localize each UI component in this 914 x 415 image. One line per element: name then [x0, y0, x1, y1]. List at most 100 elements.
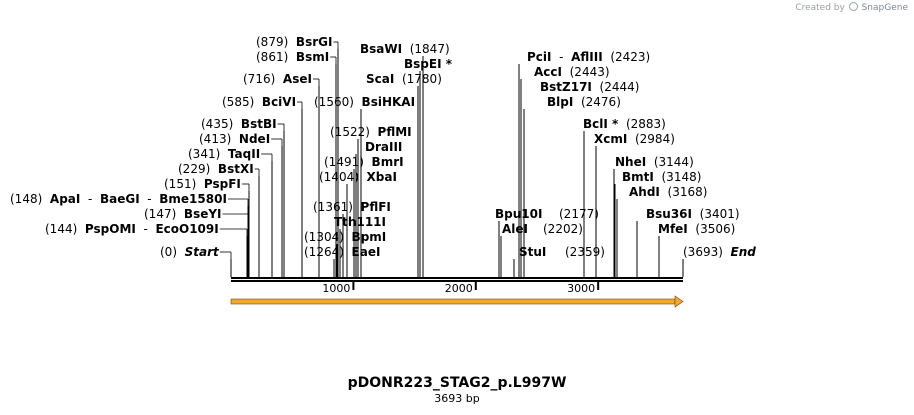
enzyme-name: AhdI: [629, 185, 660, 199]
site-label-end[interactable]: (3693) End: [683, 245, 756, 259]
site-position: (1560): [314, 95, 354, 109]
ruler-tick-label: 1000: [322, 282, 350, 295]
site-label-bsihkai[interactable]: (1560) BsiHKAI: [314, 95, 415, 109]
site-label-nhei[interactable]: NheI (3144): [615, 155, 694, 169]
site-position: (148): [10, 192, 43, 206]
site-label-draiii[interactable]: DraIII: [365, 140, 402, 154]
site-position: (1361): [313, 200, 353, 214]
enzyme-name: BmrI: [371, 155, 404, 169]
site-label-bseyi[interactable]: (147) BseYI: [144, 207, 222, 221]
enzyme-name: AflIII: [571, 50, 603, 64]
site-label-bstbi[interactable]: (435) BstBI: [201, 117, 277, 131]
site-label-bpu10i[interactable]: Bpu10I: [495, 207, 542, 221]
site-label-bpu10i-pos: (2177): [559, 207, 599, 221]
enzyme-name: StuI: [519, 245, 547, 259]
site-label-bstz17i[interactable]: BstZ17I (2444): [540, 80, 639, 94]
site-label-start[interactable]: (0) Start: [160, 245, 219, 259]
site-label-pcii[interactable]: PciI - AflIII (2423): [527, 50, 651, 64]
site-label-ndei[interactable]: (413) NdeI: [199, 132, 270, 146]
enzyme-name: BaeGI: [99, 192, 140, 206]
site-label-bsawi[interactable]: BsaWI (1847): [360, 42, 450, 56]
site-label-bcivi[interactable]: (585) BciVI: [222, 95, 296, 109]
plasmid-name: pDONR223_STAG2_p.L997W: [347, 375, 567, 391]
site-label-scai[interactable]: ScaI (1780): [366, 72, 442, 86]
site-position: (1522): [330, 125, 370, 139]
enzyme-name: PspFI: [203, 177, 241, 191]
site-label-stui[interactable]: StuI: [519, 245, 546, 259]
enzyme-name: AleI: [502, 222, 529, 236]
enzyme-name: XbaI: [366, 170, 397, 184]
site-label-pflfi[interactable]: (1361) PflFI: [313, 200, 391, 214]
site-label-xcmi[interactable]: XcmI (2984): [594, 132, 675, 146]
enzyme-name: Bme1580I: [159, 192, 227, 206]
site-label-bsmi[interactable]: (861) BsmI: [256, 50, 329, 64]
enzyme-name: BstBI: [240, 117, 277, 131]
enzyme-name: BsrGI: [295, 35, 333, 49]
site-position: (1264): [304, 245, 344, 259]
site-label-bspei[interactable]: BspEI *: [404, 57, 452, 71]
plasmid-length: 3693 bp: [434, 392, 480, 405]
site-label-bsrgi[interactable]: (879) BsrGI: [256, 35, 332, 49]
site-position: (861): [256, 50, 289, 64]
enzyme-name: BmtI: [622, 170, 654, 184]
site-label-blpi[interactable]: BlpI (2476): [547, 95, 621, 109]
site-label-tth111i[interactable]: Tth111I: [334, 215, 386, 229]
enzyme-name: TaqII: [227, 147, 261, 161]
enzyme-name: PflMI: [377, 125, 412, 139]
site-position: (2984): [634, 132, 675, 146]
enzyme-name: BspEI *: [404, 57, 452, 71]
enzyme-name: EcoO109I: [155, 222, 219, 236]
site-label-bmri[interactable]: (1491) BmrI: [324, 155, 404, 169]
site-position: (144): [45, 222, 78, 236]
enzyme-name: BstZ17I: [540, 80, 592, 94]
enzyme-name: NheI: [615, 155, 647, 169]
site-position: (2443): [569, 65, 610, 79]
site-label-bsu36i[interactable]: Bsu36I (3401): [646, 207, 740, 221]
enzyme-name: BclI *: [583, 117, 619, 131]
site-label-xbai[interactable]: (1404) XbaI: [319, 170, 397, 184]
site-label-acci[interactable]: AccI (2443): [534, 65, 610, 79]
site-position: (716): [243, 72, 276, 86]
site-leader-lines: [219, 41, 684, 277]
enzyme-name: ApaI: [49, 192, 81, 206]
site-position: (2423): [610, 50, 651, 64]
site-position: (2476): [580, 95, 621, 109]
site-label-bmti[interactable]: BmtI (3148): [622, 170, 701, 184]
ruler-tick-label: 3000: [567, 282, 595, 295]
site-label-pspfi[interactable]: (151) PspFI: [164, 177, 241, 191]
enzyme-name: End: [730, 245, 756, 259]
site-label-alei-pos: (2202): [543, 222, 583, 236]
enzyme-name: Bpu10I: [495, 207, 543, 221]
enzyme-name: BsaWI: [360, 42, 403, 56]
enzyme-name: BsiHKAI: [361, 95, 416, 109]
site-position: (585): [222, 95, 255, 109]
enzyme-name: Bsu36I: [646, 207, 692, 221]
site-label-ahdi[interactable]: AhdI (3168): [629, 185, 707, 199]
site-position: (3148): [661, 170, 702, 184]
site-position: (1780): [401, 72, 442, 86]
site-label-eaei[interactable]: (1264) EaeI: [304, 245, 380, 259]
site-label-pspomi[interactable]: (144) PspOMI - EcoO109I: [45, 222, 219, 236]
site-label-alei[interactable]: AleI: [502, 222, 528, 236]
enzyme-name: ScaI: [366, 72, 395, 86]
enzyme-name: BpmI: [351, 230, 387, 244]
enzyme-name: EaeI: [351, 245, 381, 259]
site-label-pflmi[interactable]: (1522) PflMI: [330, 125, 412, 139]
enzyme-name: AseI: [282, 72, 312, 86]
enzyme-name: NdeI: [238, 132, 271, 146]
site-label-bstxi[interactable]: (229) BstXI: [178, 162, 254, 176]
site-position: (879): [256, 35, 289, 49]
site-label-asei[interactable]: (716) AseI: [243, 72, 312, 86]
site-position: (1304): [304, 230, 344, 244]
enzyme-name: Tth111I: [334, 215, 386, 229]
site-label-taqii[interactable]: (341) TaqII: [188, 147, 260, 161]
site-label-apai[interactable]: (148) ApaI - BaeGI - Bme1580I: [10, 192, 227, 206]
site-label-mfei[interactable]: MfeI (3506): [658, 222, 735, 236]
enzyme-name: MfeI: [658, 222, 688, 236]
site-position: (229): [178, 162, 211, 176]
site-position: (3401): [699, 207, 740, 221]
enzyme-name: BciVI: [261, 95, 297, 109]
site-label-bcli[interactable]: BclI * (2883): [583, 117, 666, 131]
site-label-bpmi[interactable]: (1304) BpmI: [304, 230, 386, 244]
